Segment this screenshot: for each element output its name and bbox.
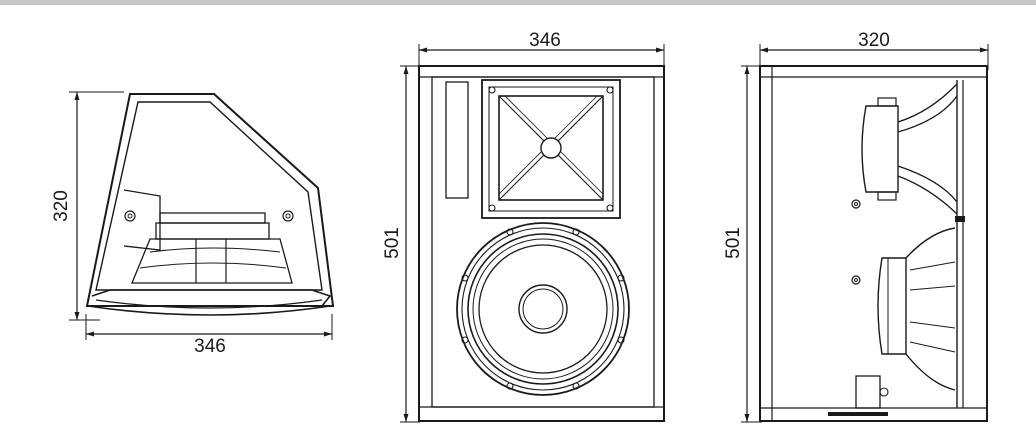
- front-view-height-dimension: 501: [382, 65, 420, 423]
- front-view-drawing: 346 501: [382, 30, 665, 423]
- side-view-width-dimension: 346: [85, 314, 333, 357]
- front-view-width-dimension: 346: [418, 30, 665, 70]
- side-view-width-label: 346: [194, 336, 226, 357]
- profile-view-height-dimension: 501: [723, 65, 762, 423]
- profile-view-drawing: 320 501: [723, 30, 989, 423]
- front-view-width-label: 346: [529, 30, 561, 51]
- profile-view-width-label: 320: [858, 30, 890, 51]
- profile-view-width-dimension: 320: [759, 30, 989, 70]
- side-view-height-dimension: 320: [51, 91, 124, 321]
- side-view-height-label: 320: [51, 190, 72, 222]
- top-border-bar: [0, 0, 1036, 5]
- profile-view-height-label: 501: [723, 227, 744, 259]
- front-view-height-label: 501: [382, 227, 403, 259]
- side-view-drawing: 320 346: [51, 91, 335, 357]
